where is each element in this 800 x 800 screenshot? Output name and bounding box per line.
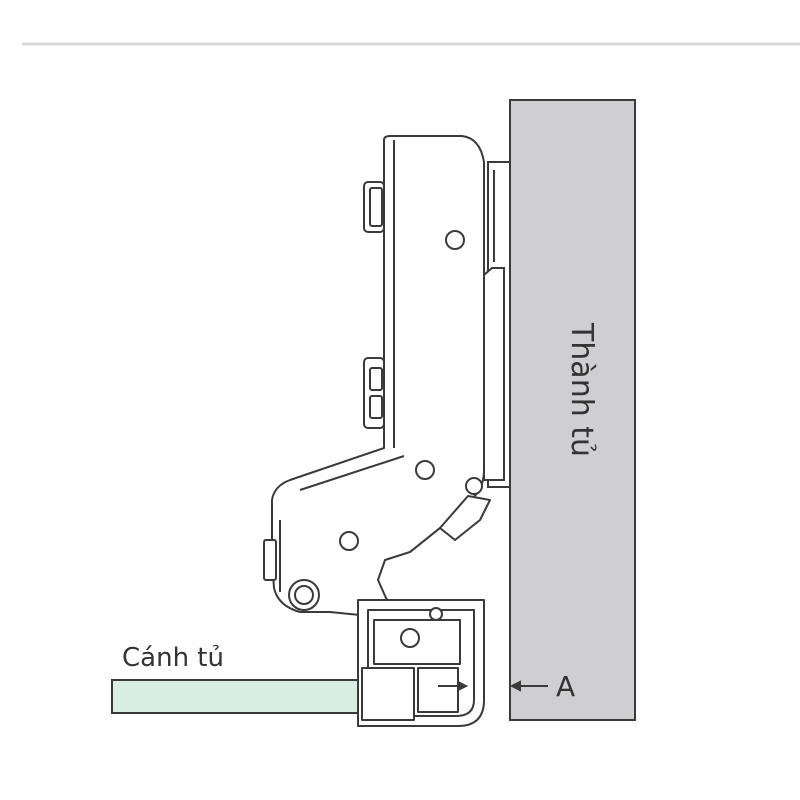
- cabinet-side-panel: [509, 99, 636, 721]
- hinge-linkage: [409, 495, 491, 553]
- cup-offset-arrow: [438, 680, 469, 692]
- hinge-cup: [357, 599, 485, 727]
- dimension-a-arrow: [509, 680, 548, 692]
- pivot-holes: [288, 230, 483, 611]
- cabinet-door-label: Cánh tủ: [122, 643, 224, 673]
- mounting-plate: [483, 161, 511, 488]
- arm-screws: [263, 181, 385, 581]
- cabinet-side-label: Thành tủ: [564, 322, 599, 457]
- dimension-a-label: A: [556, 670, 575, 703]
